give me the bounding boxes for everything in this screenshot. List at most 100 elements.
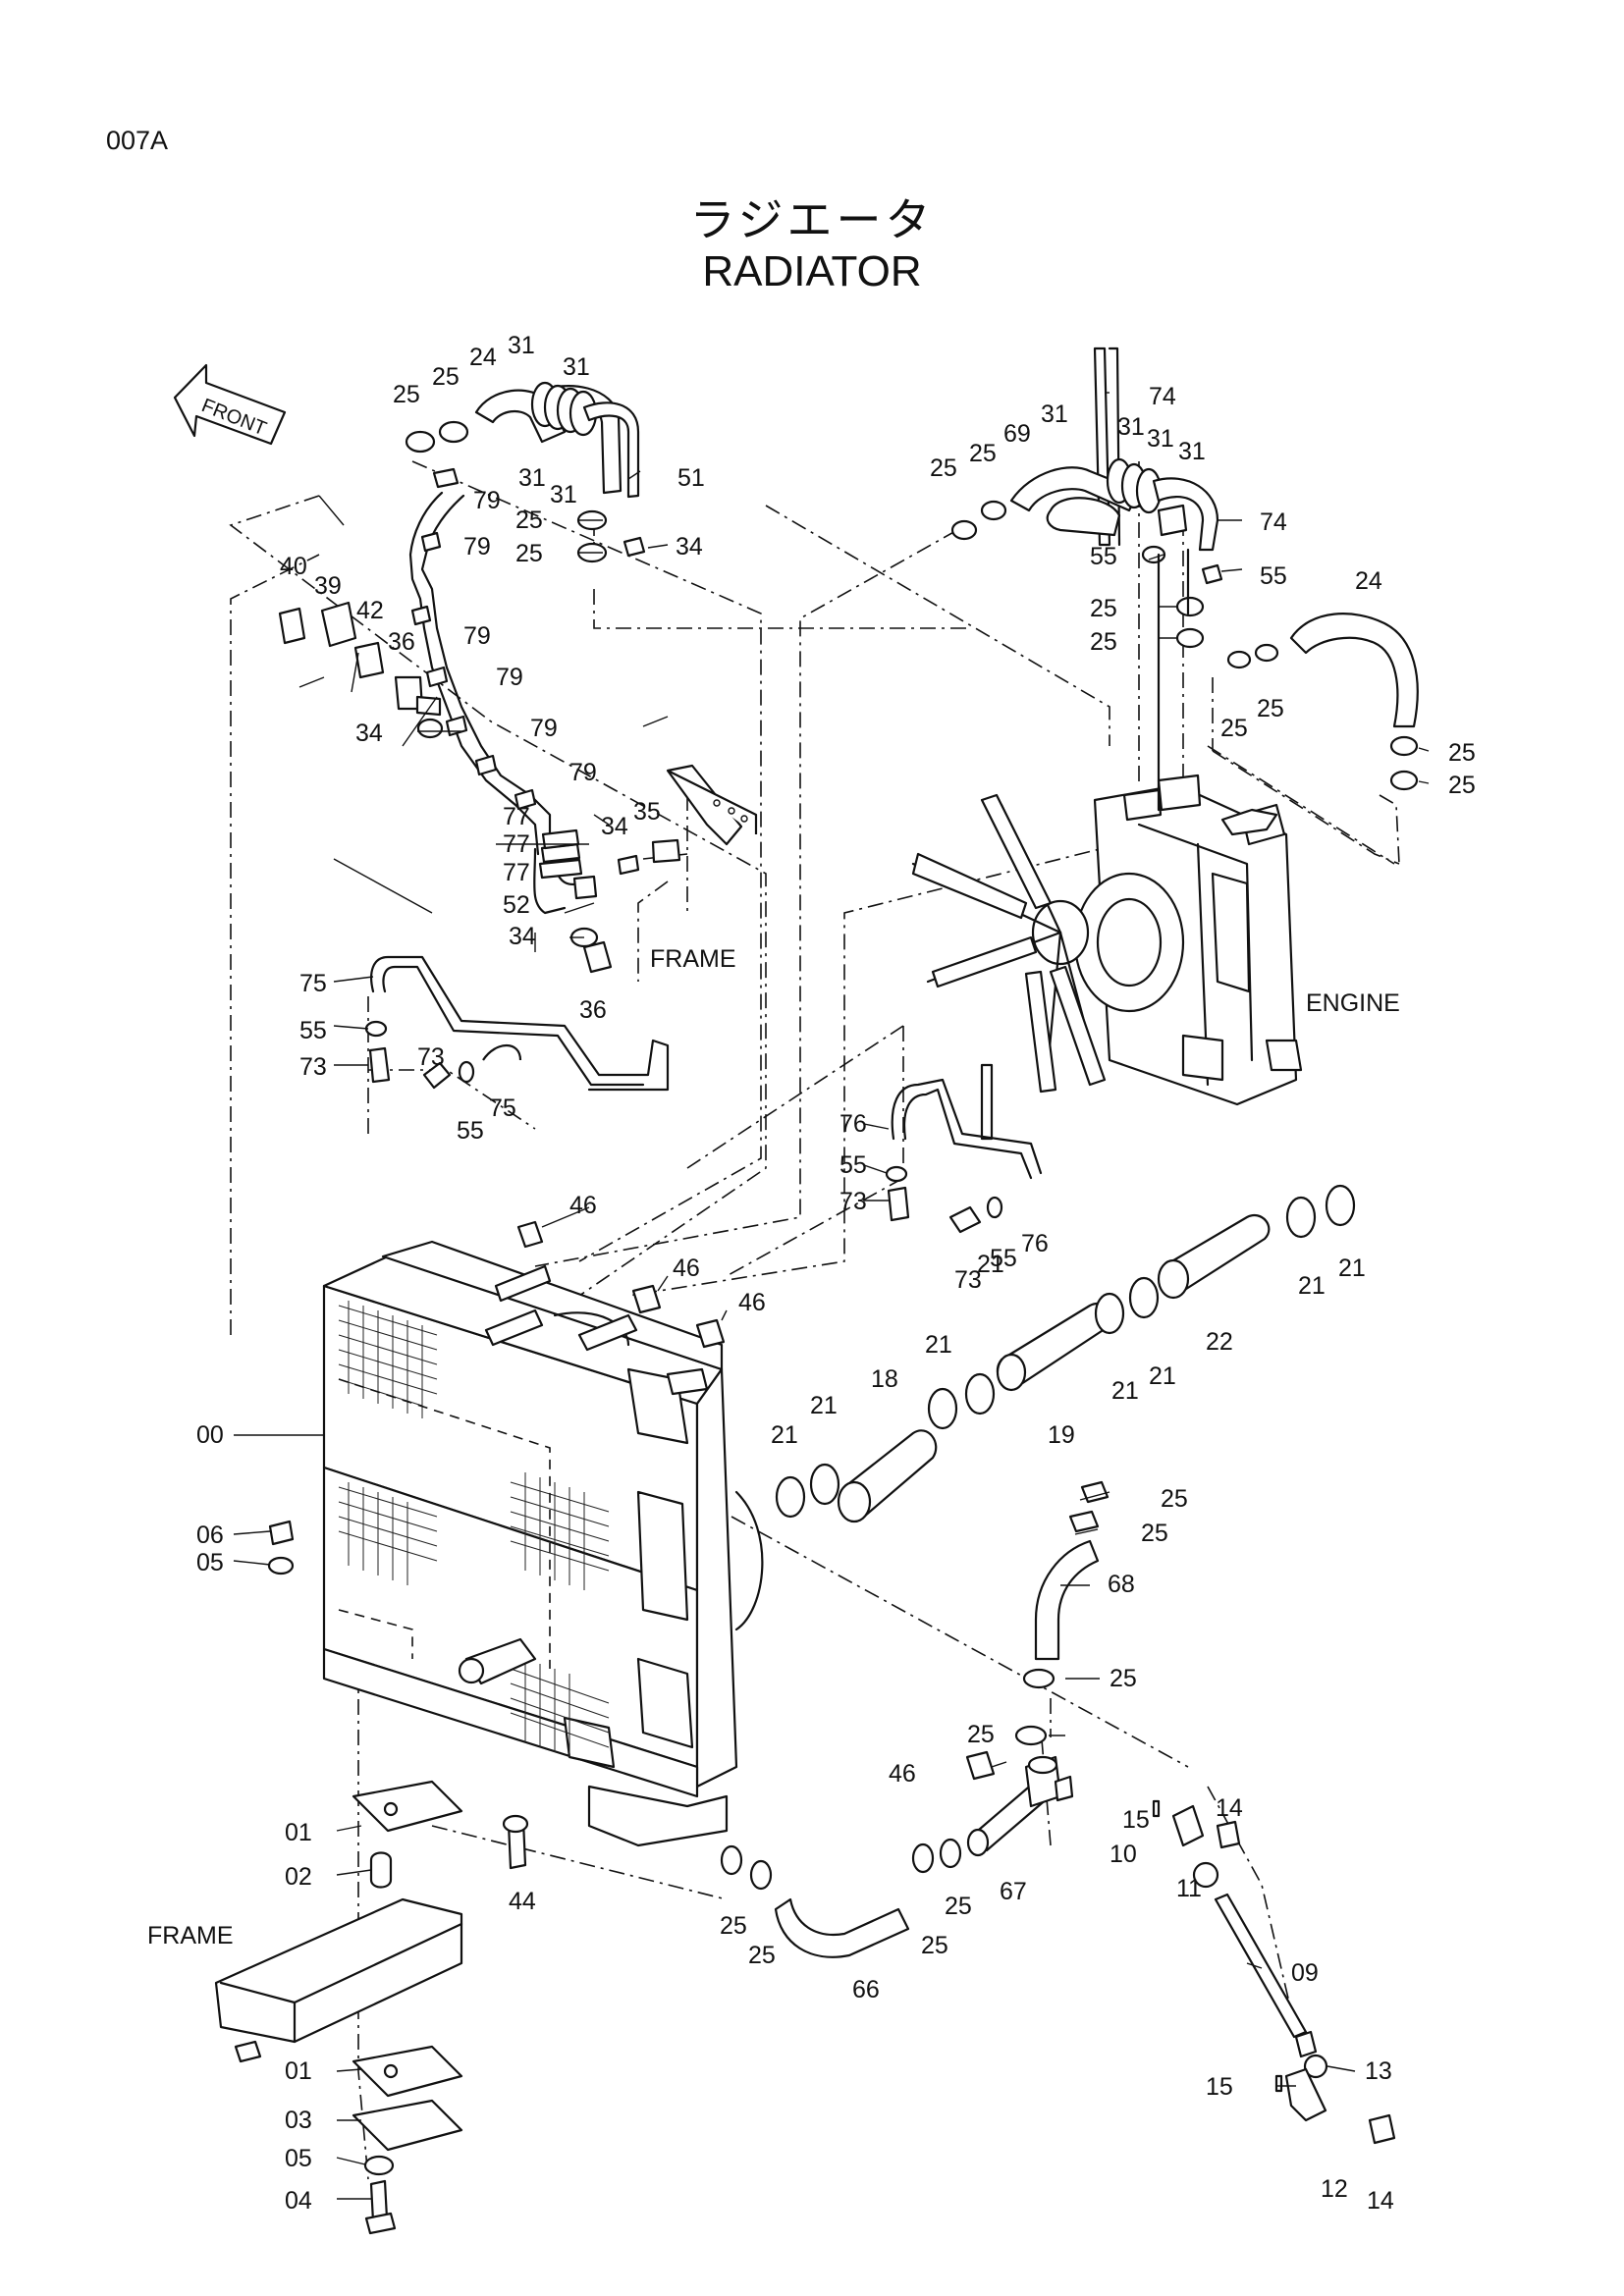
callout-21b: 21	[1338, 1255, 1366, 1282]
callout-01: 01	[285, 1819, 312, 1846]
callout-74a: 74	[1149, 383, 1176, 410]
callout-46a: 46	[569, 1192, 597, 1219]
upper-left-small-parts	[278, 420, 758, 974]
guide-lines	[229, 460, 1400, 2180]
bolt-46-group	[516, 1220, 996, 1781]
callout-12: 12	[1321, 2175, 1348, 2203]
hose-75-group	[364, 955, 670, 1092]
callout-79e: 79	[530, 715, 558, 742]
callout-02: 02	[285, 1863, 312, 1891]
callout-25q: 25	[945, 1893, 972, 1920]
page-code: 007A	[106, 126, 169, 155]
callout-25d: 25	[515, 540, 543, 567]
engine-label: ENGINE	[1306, 989, 1400, 1017]
callout-35: 35	[633, 798, 661, 826]
callout-76a: 76	[839, 1110, 867, 1138]
callout-79f: 79	[569, 759, 597, 786]
callout-25c: 25	[515, 507, 543, 534]
callout-01b: 01	[285, 2057, 312, 2085]
callout-79a: 79	[473, 487, 501, 514]
callout-55c: 55	[839, 1151, 867, 1179]
callout-31h: 31	[1178, 438, 1206, 465]
callout-46c: 46	[738, 1289, 766, 1316]
callout-14b: 14	[1367, 2187, 1394, 2215]
callout-77b: 77	[503, 830, 530, 858]
callout-79b: 79	[463, 533, 491, 561]
mount-group	[214, 1520, 463, 2235]
callout-31b: 31	[563, 353, 590, 381]
callout-21h: 21	[771, 1421, 798, 1449]
callout-25k: 25	[1448, 739, 1476, 767]
upper-right-hose-group	[950, 347, 1419, 812]
callout-25e: 25	[930, 454, 957, 482]
callout-25l: 25	[1448, 772, 1476, 799]
leader-lines	[233, 392, 1430, 2200]
lower-hose-group	[502, 1184, 1356, 1958]
callout-18: 18	[871, 1365, 898, 1393]
callout-77a: 77	[503, 803, 530, 830]
callout-00: 00	[196, 1421, 224, 1449]
callout-76b: 76	[1021, 1230, 1049, 1257]
callout-31a: 31	[508, 332, 535, 359]
callout-25b: 25	[432, 363, 460, 391]
callout-21e: 21	[1111, 1377, 1139, 1405]
callout-25h: 25	[1090, 628, 1117, 656]
hose-76-group	[885, 1063, 1043, 1234]
callout-73b: 73	[417, 1043, 445, 1071]
callout-46b: 46	[673, 1255, 700, 1282]
callout-52: 52	[503, 891, 530, 919]
callout-10: 10	[1110, 1841, 1137, 1868]
callout-21g: 21	[810, 1392, 838, 1419]
callout-73d: 73	[954, 1266, 982, 1294]
callout-21a: 21	[1298, 1272, 1326, 1300]
callout-22: 22	[1206, 1328, 1233, 1356]
callout-73c: 73	[839, 1188, 867, 1215]
callout-34c: 34	[601, 813, 628, 840]
callout-06: 06	[196, 1522, 224, 1549]
callout-39: 39	[314, 572, 342, 600]
title-english: RADIATOR	[702, 247, 922, 295]
callout-25g: 25	[1090, 595, 1117, 622]
callout-79d: 79	[496, 664, 523, 691]
upper-left-hose-group	[408, 381, 640, 915]
callout-69: 69	[1003, 420, 1031, 448]
callout-40: 40	[280, 553, 307, 580]
callout-55f: 55	[1260, 562, 1287, 590]
callout-66: 66	[852, 1976, 880, 2003]
callout-31e: 31	[1041, 400, 1068, 428]
callout-25r: 25	[921, 1932, 948, 1959]
callout-75b: 75	[489, 1095, 516, 1122]
callout-24b: 24	[1355, 567, 1382, 595]
callout-67: 67	[1000, 1878, 1027, 1905]
callout-25p: 25	[967, 1721, 995, 1748]
callout-03: 03	[285, 2107, 312, 2134]
callout-labels: 00 06 05 01 02 FRAME 01 03 05 04 44 25 2…	[147, 332, 1476, 2215]
title-japanese: ラジエータ	[689, 193, 935, 246]
callout-55b: 55	[457, 1117, 484, 1145]
engine-assembly	[911, 774, 1303, 1106]
callout-25t: 25	[748, 1942, 776, 1969]
callout-55a: 55	[299, 1017, 327, 1044]
callout-21c: 21	[977, 1251, 1004, 1278]
callout-25a: 25	[393, 381, 420, 408]
callout-19: 19	[1048, 1421, 1075, 1449]
callout-77c: 77	[503, 859, 530, 886]
callout-31d: 31	[550, 481, 577, 508]
callout-46d: 46	[889, 1760, 916, 1788]
callout-25m: 25	[1161, 1485, 1188, 1513]
callout-05: 05	[196, 1549, 224, 1576]
radiator-core	[322, 1240, 764, 1847]
callout-31g: 31	[1147, 425, 1174, 453]
callout-13: 13	[1365, 2057, 1392, 2085]
callout-68: 68	[1108, 1571, 1135, 1598]
callout-36a: 36	[388, 628, 415, 656]
callout-31c: 31	[518, 464, 546, 492]
front-arrow: FRONT	[173, 363, 287, 446]
callout-25j: 25	[1257, 695, 1284, 722]
callout-25s: 25	[720, 1912, 747, 1940]
callout-31f: 31	[1117, 413, 1145, 441]
callout-14a: 14	[1216, 1794, 1243, 1822]
callout-21f: 21	[1149, 1362, 1176, 1390]
